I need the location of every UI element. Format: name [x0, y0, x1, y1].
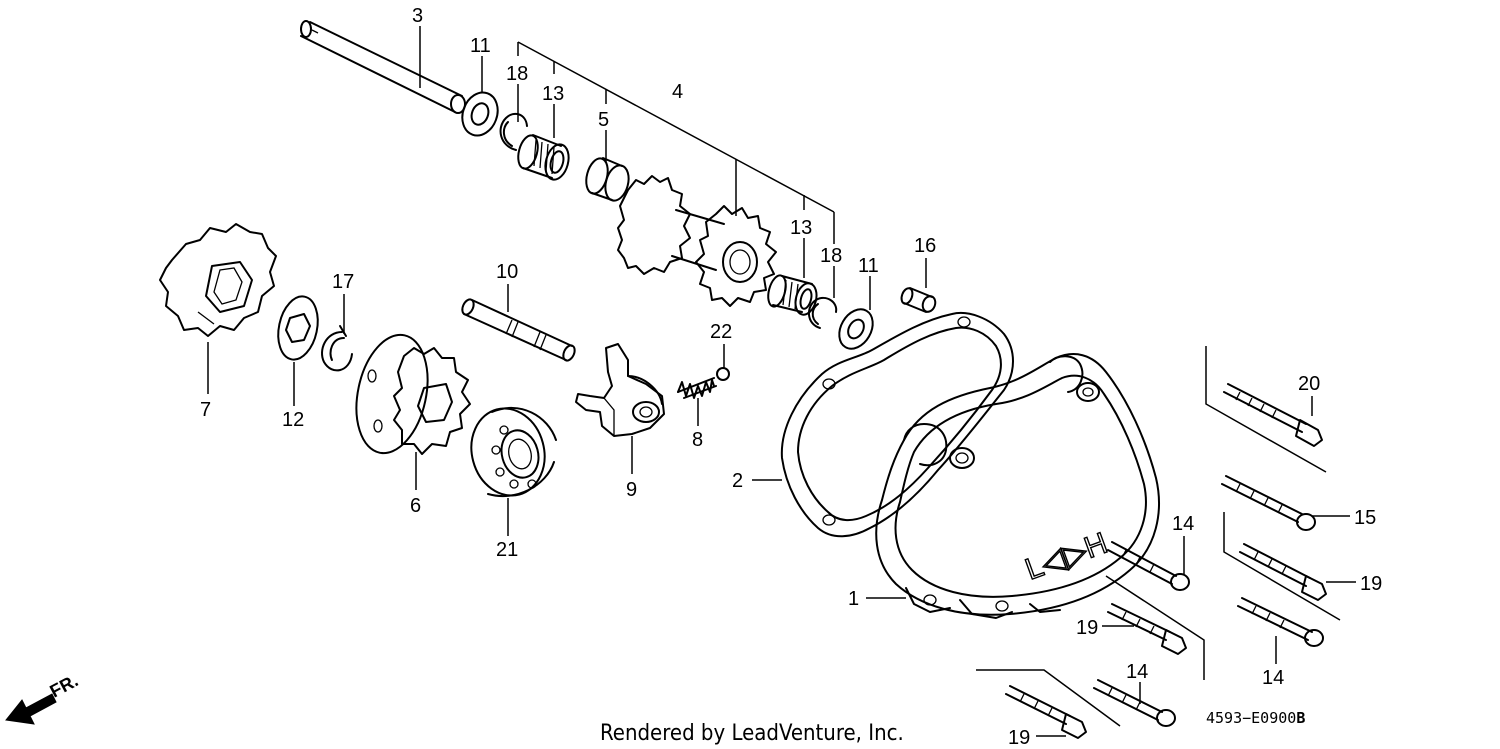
callout-14-lower: 14 [1126, 661, 1148, 683]
callout-19-right: 19 [1360, 573, 1382, 595]
callout-19-lower: 19 [1008, 727, 1030, 749]
part-circlip-lower[interactable] [808, 296, 838, 329]
diagram-code-number: 4593−E0900 [1206, 709, 1296, 727]
callout-18-upper: 18 [506, 63, 528, 85]
callout-6: 6 [410, 495, 421, 517]
part-washer-lower[interactable] [833, 303, 880, 354]
callout-19-middle: 19 [1076, 617, 1098, 639]
diagram-code: 4593−E0900B [1206, 709, 1305, 727]
credit-text: Rendered by LeadVenture, Inc. [600, 721, 904, 746]
part-washer-upper[interactable] [457, 88, 504, 141]
callout-5: 5 [598, 109, 609, 131]
part-shaft[interactable] [300, 20, 466, 114]
part-needle-bearing-upper[interactable] [515, 133, 572, 182]
part-bolt-14-middle[interactable] [1107, 541, 1190, 591]
callout-10: 10 [496, 261, 518, 283]
assembly-bracket [517, 41, 835, 244]
callout-8: 8 [692, 429, 703, 451]
callout-2: 2 [732, 470, 743, 492]
callout-11-upper: 11 [470, 35, 491, 57]
part-bolt-20[interactable] [1223, 383, 1323, 447]
callout-20: 20 [1298, 373, 1320, 395]
callout-22: 22 [710, 321, 732, 343]
part-collar[interactable] [583, 156, 633, 203]
callout-21: 21 [496, 539, 518, 561]
diagram-code-suffix: B [1296, 709, 1305, 727]
part-fork-shaft[interactable] [460, 298, 577, 363]
callout-labels: 3 11 18 13 5 4 13 18 11 16 10 17 22 7 12… [200, 5, 1382, 749]
callout-13-upper: 13 [542, 83, 564, 105]
part-crankcase-cover[interactable]: L◁▷H [875, 353, 1160, 619]
cover-logo: L◁▷H [1021, 527, 1112, 587]
part-dowel-pin[interactable] [900, 287, 938, 314]
callout-9: 9 [626, 479, 637, 501]
callout-18-lower: 18 [820, 245, 842, 267]
part-shift-fork[interactable] [575, 343, 665, 437]
part-bolt-19-middle[interactable] [1107, 603, 1187, 655]
leader-lines [207, 26, 1356, 737]
part-bolt-15[interactable] [1221, 475, 1316, 531]
part-bolt-14-lower[interactable] [1093, 679, 1176, 727]
part-snap-ring[interactable] [321, 325, 353, 372]
callout-14-right: 14 [1262, 667, 1284, 689]
part-steel-ball[interactable] [716, 367, 730, 381]
callout-4: 4 [672, 81, 683, 103]
part-ball-bearing[interactable] [462, 400, 557, 504]
callout-7: 7 [200, 399, 211, 421]
part-countershaft-gear[interactable] [617, 175, 777, 307]
callout-11-lower: 11 [858, 255, 879, 277]
part-gasket[interactable] [780, 312, 1014, 538]
part-needle-bearing-lower[interactable] [765, 273, 820, 317]
part-bolt-14-right[interactable] [1237, 597, 1324, 647]
part-spring[interactable] [677, 377, 717, 399]
callout-17: 17 [332, 271, 354, 293]
part-bolt-19-lower[interactable] [1005, 685, 1087, 739]
part-bolt-19-right[interactable] [1239, 543, 1327, 601]
callout-16: 16 [914, 235, 936, 257]
callout-3: 3 [412, 5, 423, 27]
part-dog-gear[interactable] [346, 328, 471, 460]
front-direction-arrow: FR. [5, 670, 81, 725]
callout-1: 1 [848, 588, 859, 610]
callout-13-lower: 13 [790, 217, 812, 239]
part-circlip-upper[interactable] [499, 112, 528, 151]
bolt-group-dividers [976, 346, 1341, 727]
callout-12: 12 [282, 409, 304, 431]
part-thrust-washer[interactable] [273, 293, 323, 364]
callout-15: 15 [1354, 507, 1376, 529]
callout-14-middle: 14 [1172, 513, 1194, 535]
part-large-gear[interactable] [159, 223, 277, 337]
